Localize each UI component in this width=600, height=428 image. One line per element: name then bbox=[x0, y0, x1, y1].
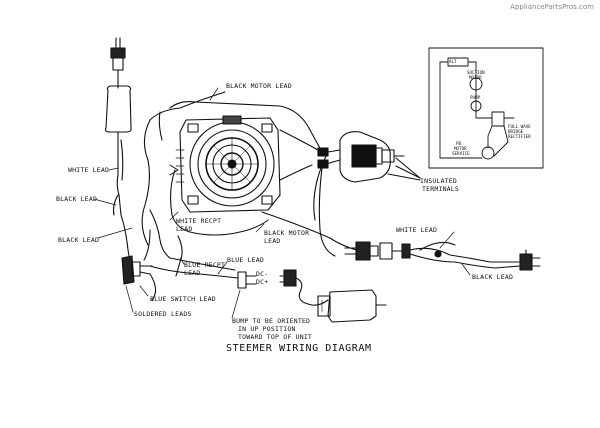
blue-recpt-lead-label-line1: BLUE RECPT bbox=[184, 261, 226, 269]
schematic-full-wave-line2: BRIDGE bbox=[508, 129, 524, 134]
white-lead-left-label: WHITE LEAD bbox=[68, 166, 110, 174]
motor-assembly bbox=[169, 115, 281, 213]
switch-assembly bbox=[121, 255, 239, 301]
blue-lead-label: BLUE LEAD bbox=[227, 256, 265, 264]
power-plug bbox=[110, 37, 126, 89]
schematic-pb-line1: PB bbox=[456, 141, 462, 146]
recept-connector bbox=[344, 241, 411, 261]
schematic-top-label: ALT bbox=[449, 59, 457, 64]
soldered-leads-label: SOLDERED LEADS bbox=[134, 310, 192, 318]
pump-unit bbox=[313, 131, 405, 257]
blue-recpt-lead-label-line2: LEAD bbox=[184, 269, 201, 277]
dc-connector bbox=[237, 269, 329, 306]
schematic-full-wave-line3: RECTIFIER bbox=[508, 134, 531, 139]
diagram-title: STEEMER WIRING DIAGRAM bbox=[226, 343, 372, 354]
right-cord-plug bbox=[519, 249, 541, 271]
white-lead-right-label: WHITE LEAD bbox=[396, 226, 438, 234]
cord-switch-housing bbox=[104, 85, 132, 141]
black-motor-lead-wire bbox=[149, 91, 226, 121]
insulated-terminals-arrows bbox=[387, 157, 421, 181]
dc-minus-label: DC- bbox=[256, 270, 269, 278]
black-lead-left-lower-label: BLACK LEAD bbox=[58, 236, 100, 244]
schematic-pump-label: PUMP bbox=[470, 95, 481, 100]
schematic-suction-line1: SUCTION bbox=[467, 70, 485, 75]
pb-motor bbox=[317, 289, 387, 323]
insulated-terminals-label-line1: INSULATED bbox=[420, 177, 458, 185]
black-motor-lead-mid-label-line2: LEAD bbox=[264, 237, 281, 245]
white-recpt-lead-label-line2: LEAD bbox=[176, 225, 193, 233]
bump-note-line2: IN UP POSITION bbox=[238, 325, 296, 333]
bump-note-line3: TOWARD TOP OF UNIT bbox=[238, 333, 313, 341]
insulated-terminals-label-line2: TERMINALS bbox=[422, 185, 460, 193]
watermark: AppliancePartsPros.com bbox=[510, 3, 594, 11]
black-motor-lead-mid-label-line1: BLACK MOTOR bbox=[264, 229, 310, 237]
leader-lines bbox=[93, 87, 471, 319]
cord-wires bbox=[112, 139, 131, 263]
schematic-pb-line3: SERVICE bbox=[452, 151, 470, 156]
bump-note-line1: BUMP TO BE ORIENTED bbox=[232, 317, 311, 325]
blue-switch-lead-label: BLUE SWITCH LEAD bbox=[150, 295, 216, 303]
white-recpt-lead-label-line1: WHITE RECPT bbox=[176, 217, 222, 225]
schematic-suction-line2: MOTOR bbox=[469, 75, 482, 80]
dc-plus-label: DC+ bbox=[256, 278, 269, 286]
schematic-inset bbox=[428, 47, 544, 169]
black-motor-lead-top-label: BLACK MOTOR LEAD bbox=[226, 82, 292, 90]
schematic-pb-line2: MOTOR bbox=[454, 146, 467, 151]
schematic-full-wave-line1: FULL WAVE bbox=[508, 124, 531, 129]
black-lead-right-label: BLACK LEAD bbox=[472, 273, 514, 281]
black-lead-left-upper-label: BLACK LEAD bbox=[56, 195, 98, 203]
